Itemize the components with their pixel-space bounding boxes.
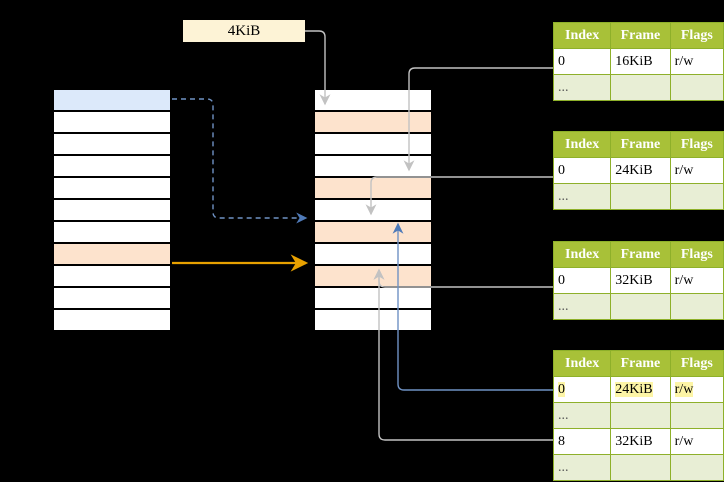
physical-frame-row-4[interactable]: [314, 177, 432, 199]
page-table-2-header-flags: Flags: [669, 131, 724, 158]
physical-frame-row-3[interactable]: [314, 155, 432, 177]
page-table-4-r2-frame: 32KiB: [610, 428, 671, 455]
page-table-3-header-flags: Flags: [669, 241, 724, 268]
page-table-4-r1-index: ...: [552, 402, 612, 429]
wire-virtual-row0-to-physical: [172, 98, 308, 224]
page-table-2-r1-index: ...: [552, 183, 612, 210]
page-table-4-r3-frame: [610, 454, 671, 481]
physical-frame-row-8[interactable]: [314, 265, 432, 287]
page-table-4-r0-flags: r/w: [669, 376, 724, 403]
page-table-4-r2-flags: r/w: [669, 428, 724, 455]
page-table-4-r0-frame: 24KiB: [610, 376, 671, 403]
physical-frame-row-7[interactable]: [314, 243, 432, 265]
page-table-3-row-1[interactable]: ...: [552, 293, 724, 320]
virtual-page-row-9[interactable]: [53, 287, 171, 309]
page-table-4-r3-flags: [669, 454, 724, 481]
physical-frame-row-2[interactable]: [314, 133, 432, 155]
page-table-4-r0-index: 0: [552, 376, 612, 403]
virtual-page-row-10[interactable]: [53, 309, 171, 331]
physical-frame-row-5[interactable]: [314, 199, 432, 221]
virtual-page-row-1[interactable]: [53, 111, 171, 133]
physical-frame-row-9[interactable]: [314, 287, 432, 309]
page-table-3-r1-flags: [669, 293, 724, 320]
virtual-page-row-3[interactable]: [53, 155, 171, 177]
page-table-1-r1-frame: [610, 74, 671, 101]
page-table-4-header-flags: Flags: [669, 350, 724, 377]
virtual-page-row-8[interactable]: [53, 265, 171, 287]
page-table-4-r2-index: 8: [552, 428, 612, 455]
page-table-1-header-index: Index: [552, 22, 612, 49]
page-table-4-r3-index: ...: [552, 454, 612, 481]
page-table-3-r0-index: 0: [552, 267, 612, 294]
page-table-4-header-frame: Frame: [610, 350, 671, 377]
virtual-page-row-0[interactable]: [53, 89, 171, 111]
page-table-4-row-1[interactable]: ...: [552, 402, 724, 429]
page-table-3-header-frame: Frame: [610, 241, 671, 268]
page-table-2-r0-frame: 24KiB: [610, 157, 671, 184]
page-table-1-r1-index: ...: [552, 74, 612, 101]
virtual-page-row-4[interactable]: [53, 177, 171, 199]
page-table-1-r0-frame: 16KiB: [610, 48, 671, 75]
page-table-4-r1-flags: [669, 402, 724, 429]
page-table-3-r1-frame: [610, 293, 671, 320]
page-table-3-r1-index: ...: [552, 293, 612, 320]
page-table-1-r1-flags: [669, 74, 724, 101]
page-table-2-header-frame: Frame: [610, 131, 671, 158]
page-table-3-r0-frame: 32KiB: [610, 267, 671, 294]
virtual-address-space-column: [52, 88, 172, 331]
page-table-3-header-index: Index: [552, 241, 612, 268]
page-size-label: 4KiB: [183, 20, 305, 42]
page-table-1-header-flags: Flags: [669, 22, 724, 49]
virtual-page-row-6[interactable]: [53, 221, 171, 243]
virtual-page-row-5[interactable]: [53, 199, 171, 221]
page-table-2-row-1[interactable]: ...: [552, 183, 724, 210]
page-table-1-r0-flags: r/w: [669, 48, 724, 75]
virtual-page-row-7[interactable]: [53, 243, 171, 265]
page-table-1-r0-index: 0: [552, 48, 612, 75]
page-table-2-r1-frame: [610, 183, 671, 210]
page-table-4-row-3[interactable]: ...: [552, 454, 724, 481]
physical-frame-row-6[interactable]: [314, 221, 432, 243]
physical-memory-column: [313, 88, 433, 331]
page-table-3-r0-flags: r/w: [669, 267, 724, 294]
page-table-2-header-index: Index: [552, 131, 612, 158]
page-table-2-r0-flags: r/w: [669, 157, 724, 184]
page-table-1-header-frame: Frame: [610, 22, 671, 49]
page-table-4-r1-frame: [610, 402, 671, 429]
virtual-page-row-2[interactable]: [53, 133, 171, 155]
page-table-2-r1-flags: [669, 183, 724, 210]
physical-frame-row-10[interactable]: [314, 309, 432, 331]
page-table-2-r0-index: 0: [552, 157, 612, 184]
physical-frame-row-0[interactable]: [314, 89, 432, 111]
page-table-1-row-1[interactable]: ...: [552, 74, 724, 101]
physical-frame-row-1[interactable]: [314, 111, 432, 133]
page-table-4-header-index: Index: [552, 350, 612, 377]
